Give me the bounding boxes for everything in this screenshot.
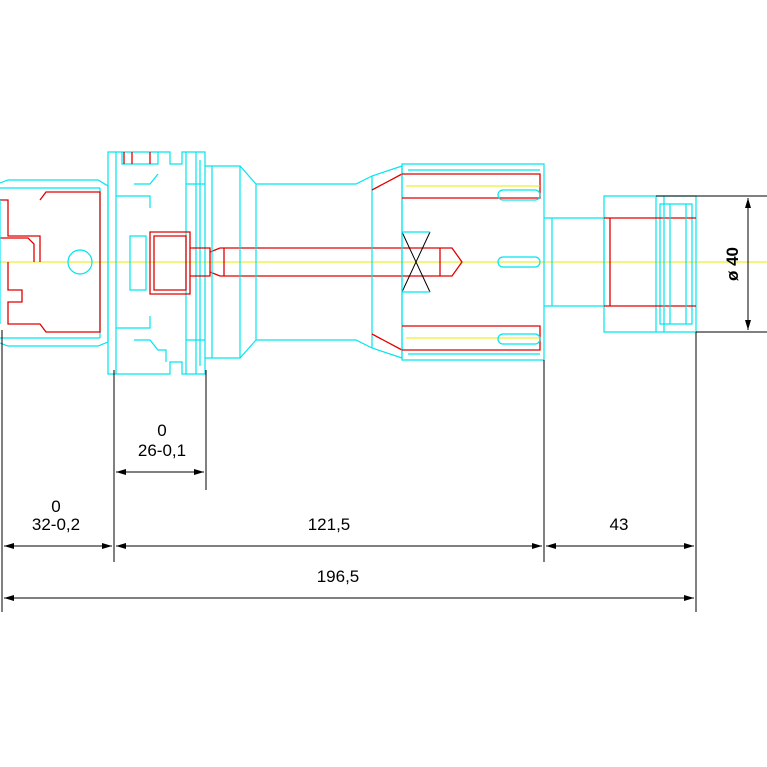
shank-section bbox=[0, 179, 109, 347]
extension-lines bbox=[1, 330, 697, 612]
diameter-dimension bbox=[656, 195, 767, 333]
dim-32-value: 32-0,2 bbox=[32, 515, 80, 534]
chuck-nose-section bbox=[401, 163, 605, 361]
dim-26-value: 26-0,1 bbox=[138, 441, 186, 460]
dim-43-value: 43 bbox=[610, 515, 629, 534]
dim-32-tolerance-upper: 0 bbox=[51, 497, 60, 516]
dimension-lines bbox=[4, 469, 694, 601]
dim-121-5-value: 121,5 bbox=[308, 515, 351, 534]
draw-bar-section bbox=[149, 231, 463, 295]
collet-nut-section bbox=[603, 195, 697, 333]
dim-diameter-value: ø 40 bbox=[723, 247, 742, 281]
flange-section bbox=[107, 151, 206, 375]
dim-26-tolerance-upper: 0 bbox=[157, 421, 166, 440]
dim-196-5-value: 196,5 bbox=[317, 567, 360, 586]
